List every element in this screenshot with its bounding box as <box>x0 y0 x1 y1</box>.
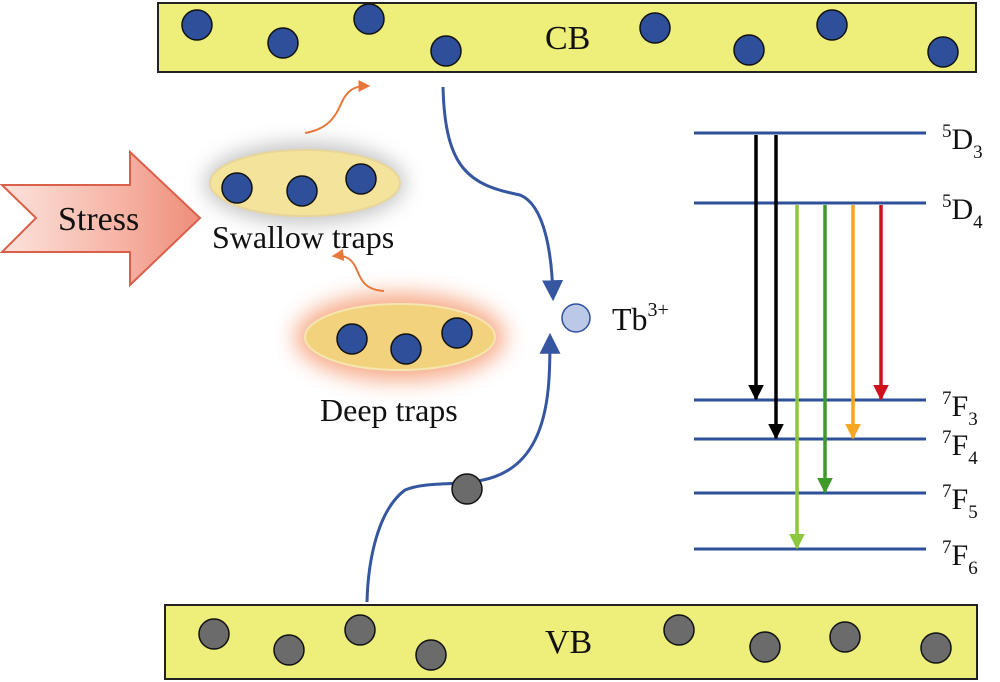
level-sup: 7 <box>942 427 952 448</box>
cb-electron <box>639 12 671 44</box>
shallow-traps: Swallow traps <box>205 143 405 255</box>
valence-band: VB <box>164 604 978 680</box>
cb-electron <box>430 35 462 67</box>
level-sub: 3 <box>968 409 978 430</box>
energy-level-label: 5D4 <box>942 191 983 233</box>
vb-hole <box>273 634 305 666</box>
level-main: F <box>952 539 969 572</box>
vb-hole <box>198 618 230 650</box>
level-main: F <box>952 483 969 516</box>
deep-trap-electron <box>441 317 473 349</box>
stress-label: Stress <box>58 201 139 238</box>
vb-holes <box>198 614 952 671</box>
vb-hole <box>920 632 952 664</box>
level-sub: 3 <box>973 142 983 163</box>
cb-electron <box>927 36 959 68</box>
tb-ion: Tb3+ <box>561 299 669 337</box>
vb-hole <box>829 621 861 653</box>
energy-level-label: 7F5 <box>942 481 978 523</box>
vb-hole <box>663 614 695 646</box>
level-sup: 5 <box>942 121 952 142</box>
cb-electron <box>816 9 848 41</box>
level-sub: 5 <box>968 502 978 523</box>
conduction-band: CB <box>157 2 977 73</box>
vb-label: VB <box>545 624 592 661</box>
cb-electron <box>181 9 213 41</box>
cb-to-tb-path <box>441 86 564 302</box>
vb-hole <box>344 614 376 646</box>
deep-trap-electron <box>336 323 368 355</box>
deep-trap-electron <box>390 333 422 365</box>
detrap-arrow-deep <box>331 248 385 292</box>
level-sub: 6 <box>968 558 978 579</box>
cb-electron <box>353 3 385 35</box>
tb-ion-sup: 3+ <box>648 299 669 321</box>
shallow-traps-label: Swallow traps <box>212 219 394 255</box>
level-main: F <box>952 429 969 462</box>
cb-electron <box>733 34 765 66</box>
tb-ion-label: Tb3+ <box>612 299 669 337</box>
shallow-trap-electron <box>286 175 318 207</box>
free-hole <box>451 473 483 505</box>
energy-level-label: 7F4 <box>942 427 978 469</box>
stress-arrow: Stress <box>0 149 202 288</box>
deep-traps: Deep traps <box>295 293 505 428</box>
level-sup: 7 <box>942 537 952 558</box>
detrap-arrow-shallow <box>304 80 371 134</box>
deep-traps-label: Deep traps <box>320 392 458 428</box>
tb-ion-main: Tb <box>612 301 648 337</box>
level-main: D <box>952 193 974 226</box>
level-sup: 7 <box>942 388 952 409</box>
shallow-trap-electron <box>221 172 253 204</box>
level-sub: 4 <box>973 212 983 233</box>
cb-label: CB <box>545 20 590 57</box>
cb-electrons <box>181 3 959 68</box>
energy-level-label: 5D3 <box>942 121 983 163</box>
energy-level-label: 7F3 <box>942 388 978 430</box>
stress-arrow-shape <box>0 149 202 288</box>
level-main: D <box>952 123 974 156</box>
level-sub: 4 <box>968 448 978 469</box>
emission-transitions <box>748 135 889 550</box>
vb-hole <box>415 639 447 671</box>
energy-level-label: 7F6 <box>942 537 978 579</box>
level-sup: 5 <box>942 191 952 212</box>
level-main: F <box>952 390 969 423</box>
shallow-trap-electron <box>345 163 377 195</box>
level-sup: 7 <box>942 481 952 502</box>
vb-hole <box>749 631 781 663</box>
tb-ion-circle <box>561 303 591 333</box>
cb-electron <box>267 27 299 59</box>
